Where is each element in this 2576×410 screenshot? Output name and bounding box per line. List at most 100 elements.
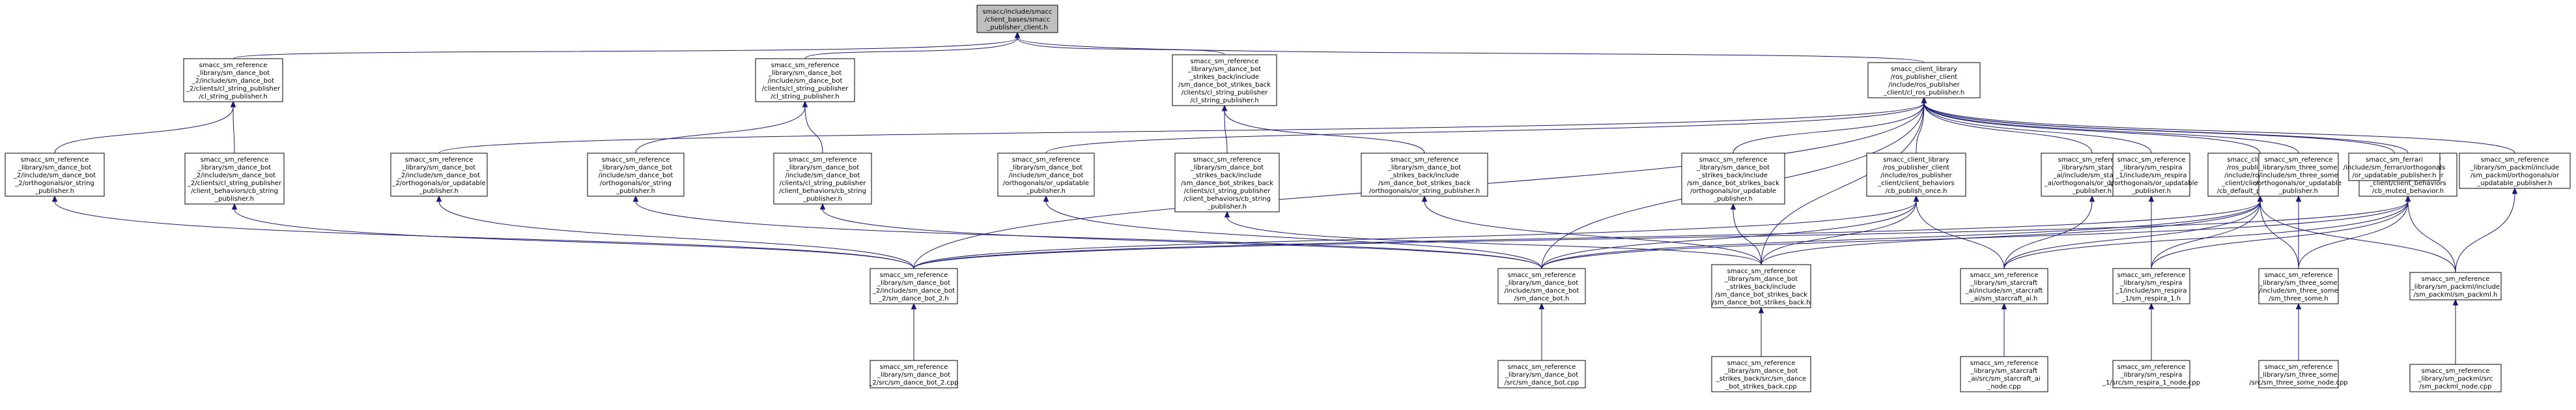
node-label-line: _2/orthogonals/or_string bbox=[14, 180, 94, 187]
node-label-line: smacc_sm_reference bbox=[1727, 268, 1796, 275]
node-or_updatable_rs[interactable]: smacc_sm_reference_library/sm_respira_1/… bbox=[2104, 153, 2198, 197]
node-label-line: smacc_sm_reference bbox=[1191, 58, 1259, 65]
edge-sm_three_some_h-to-cb_muted bbox=[2298, 195, 2411, 269]
node-label-line: _2/include/sm_dance_bot bbox=[872, 287, 955, 295]
node-or_updatable_sb[interactable]: smacc_sm_reference_library/sm_dance_bot_… bbox=[1681, 153, 1785, 205]
node-label-line: _library/sm_packml/include bbox=[2470, 164, 2559, 171]
node-label-line: _strikes_back/src/sm_dance bbox=[1716, 375, 1806, 383]
edge-or_updatable_sb-to-cl_ros_pub bbox=[1733, 96, 1927, 154]
node-root[interactable]: smacc/include/smacc/client_bases/smacc_p… bbox=[976, 5, 1058, 33]
node-label-line: /client_behaviors/cb_string bbox=[1183, 196, 1271, 203]
edge-or_string_pub_sb-to-cl_string_pub_sb bbox=[1221, 104, 1425, 154]
node-label-line: /client_behaviors/cb_string bbox=[779, 188, 866, 195]
node-cb_string_pub_2[interactable]: smacc_sm_reference_library/sm_dance_bot _… bbox=[184, 153, 285, 205]
node-or_updatable_sc[interactable]: smacc_sm_reference_library/sm_starcraft_… bbox=[2041, 153, 2144, 197]
node-label-line: smacc_sm_reference bbox=[1727, 360, 1796, 367]
node-label-line: smacc_sm_reference bbox=[201, 156, 269, 164]
node-label-line: _1/include/sm_respira bbox=[2116, 287, 2187, 295]
node-sm_three_some_h[interactable]: smacc_sm_reference_library/sm_three_some… bbox=[2258, 268, 2339, 304]
node-label-line: _library/sm_dance_bot bbox=[1505, 280, 1578, 287]
node-label-line: smacc_sm_reference bbox=[1970, 272, 2039, 279]
node-sm_dance_bot_2_cpp[interactable]: smacc_sm_reference_library/sm_dance_bot_… bbox=[868, 360, 959, 388]
node-cl_ros_pub[interactable]: smacc_client_library/ros_publisher_clien… bbox=[1867, 62, 1981, 98]
node-label-line: _publisher.h bbox=[35, 188, 74, 195]
edge-sm_dance_bot_sb_h-to-or_updatable_sb bbox=[1730, 203, 1762, 265]
node-label-line: _ai/include/sm_starcraft bbox=[2053, 172, 2131, 179]
edge-sm_three_some_h-to-or_updatable_ts bbox=[2295, 195, 2302, 269]
edge-or_updatable_fr-to-cl_ros_pub bbox=[1921, 96, 2395, 154]
node-label-line: /sm_packml/sm_packml.h bbox=[2414, 291, 2498, 299]
edge-sm_respira_h-to-cb_default_loop bbox=[2151, 195, 2263, 269]
node-cl_string_pub[interactable]: smacc_sm_reference_library/sm_dance_bot/… bbox=[755, 58, 855, 102]
node-label-line: _2/clients/cl_string_publisher bbox=[187, 180, 282, 187]
edge-sm_starcraft_h-to-or_updatable_sc bbox=[2003, 195, 2095, 269]
node-or_updatable_2[interactable]: smacc_sm_reference_library/sm_dance_bot_… bbox=[390, 153, 488, 197]
node-label-line: _library/sm_packml/include bbox=[2411, 284, 2500, 291]
node-sm_starcraft_h[interactable]: smacc_sm_reference_library/sm_starcraft_… bbox=[1960, 268, 2048, 304]
node-label-line: smacc_sm_reference bbox=[2422, 276, 2490, 283]
node-label-line: smacc_sm_reference bbox=[2265, 272, 2333, 279]
node-cb_string_pub[interactable]: smacc_sm_reference_library/sm_dance_bot/… bbox=[773, 153, 872, 205]
node-label-line: smacc_sm_reference bbox=[2058, 156, 2127, 164]
node-label-line: /cl_string_publisher.h bbox=[1190, 97, 1258, 104]
node-label-line: _publisher.h bbox=[214, 196, 254, 203]
node-sm_dance_bot_cpp[interactable]: smacc_sm_reference_library/sm_dance_bot/… bbox=[1497, 360, 1586, 388]
node-or_string_pub[interactable]: smacc_sm_reference_library/sm_dance_bot/… bbox=[587, 153, 685, 197]
node-or_string_pub_sb[interactable]: smacc_sm_reference_library/sm_dance_bot_… bbox=[1361, 153, 1488, 197]
node-sm_respira_cpp[interactable]: smacc_sm_reference_library/sm_respira_1/… bbox=[2102, 360, 2200, 388]
edge-cl_ros_pub-to-root bbox=[1014, 31, 1925, 63]
node-sm_respira_h[interactable]: smacc_sm_reference_library/sm_respira_1/… bbox=[2112, 268, 2190, 304]
node-label-line: smacc_client_library bbox=[1883, 156, 1949, 164]
node-or_updatable_ts[interactable]: smacc_sm_reference_library/sm_three_some… bbox=[2256, 153, 2342, 197]
node-label-line: _library/sm_dance_bot bbox=[1387, 164, 1461, 171]
node-label-line: _library/sm_dance_bot bbox=[197, 164, 271, 171]
node-sm_dance_bot_sb_h[interactable]: smacc_sm_reference_library/sm_dance_bot_… bbox=[1711, 264, 1811, 308]
node-label-line: _library/sm_dance_bot bbox=[1009, 164, 1083, 171]
node-label-line: smacc_sm_reference bbox=[1391, 156, 1459, 164]
node-or_updatable[interactable]: smacc_sm_reference_library/sm_dance_bot/… bbox=[997, 153, 1095, 197]
node-label-line: _library/sm_three_some bbox=[2259, 372, 2337, 379]
node-label-line: smacc_sm_reference bbox=[1508, 364, 1576, 371]
node-label-line: _library/sm_dance_bot bbox=[877, 280, 950, 287]
node-label-line: smacc_sm_reference bbox=[21, 156, 89, 164]
node-label-line: /include/sm_dance_bot bbox=[1505, 287, 1579, 295]
node-cb_publish_once[interactable]: smacc_client_library/ros_publisher_clien… bbox=[1866, 153, 1966, 197]
node-label-line: /include/sm_three_some bbox=[2259, 287, 2338, 295]
node-label-line: _library/sm_three_some bbox=[2259, 164, 2337, 171]
node-label-line: smacc_sm_ferrari bbox=[2366, 156, 2423, 164]
edge-or_updatable_rs-to-cl_ros_pub bbox=[1921, 96, 2152, 154]
node-label-line: _publisher.h bbox=[2131, 188, 2171, 195]
node-cl_string_pub_sb[interactable]: smacc_sm_reference_library/sm_dance_bot_… bbox=[1172, 54, 1277, 106]
node-label-line: /orthogonals/or_string bbox=[600, 180, 672, 187]
node-label-line: /orthogonals/or_updatable bbox=[1690, 188, 1776, 195]
node-or_string_pub_2[interactable]: smacc_sm_reference_library/sm_dance_bot_… bbox=[5, 153, 105, 197]
node-label-line: _2/clients/cl_string_publisher bbox=[186, 85, 281, 93]
edge-sm_three_some_cpp-to-sm_three_some_h bbox=[2295, 302, 2302, 361]
node-label-line: _ai/orthogonals/or_updatable bbox=[2044, 180, 2140, 187]
node-label-line: smacc_sm_reference bbox=[1508, 272, 1576, 279]
node-label-line: smacc_sm_reference bbox=[1012, 156, 1081, 164]
node-label-line: _library/sm_packml/src bbox=[2418, 375, 2493, 383]
node-cb_string_pub_sb[interactable]: smacc_sm_reference_library/sm_dance_bot_… bbox=[1174, 153, 1280, 212]
node-label-line: /sm_dance_bot_strikes_back bbox=[1378, 180, 1471, 187]
edge-sm_packml_h-to-cb_muted bbox=[2405, 195, 2456, 273]
edge-sm_dance_bot_2_h-to-or_string_pub_2 bbox=[51, 195, 914, 269]
node-label-line: smacc_sm_reference bbox=[771, 62, 840, 69]
node-label-line: _2/include/sm_dance_bot bbox=[397, 172, 480, 179]
node-label-line: /include/ros_publisher bbox=[1888, 81, 1960, 89]
node-or_updatable_fr[interactable]: smacc_sm_ferrari/include/sm_ferrari/orth… bbox=[2343, 153, 2446, 181]
node-sm_dance_bot_h[interactable]: smacc_sm_reference_library/sm_dance_bot/… bbox=[1497, 268, 1586, 304]
node-sm_dance_bot_sb_cpp[interactable]: smacc_sm_reference_library/sm_dance_bot_… bbox=[1711, 356, 1811, 392]
node-sm_packml_cpp[interactable]: smacc_sm_reference_library/sm_packml/src… bbox=[2409, 364, 2502, 392]
node-label-line: /sm_dance_bot_strikes_back bbox=[1181, 180, 1273, 187]
node-sm_starcraft_cpp[interactable]: smacc_sm_reference_library/sm_starcraft_… bbox=[1960, 356, 2048, 392]
node-or_updatable_pk[interactable]: smacc_sm_reference_library/sm_packml/inc… bbox=[2459, 153, 2571, 189]
edge-cb_string_pub-to-cl_string_pub bbox=[802, 100, 823, 154]
node-sm_packml_h[interactable]: smacc_sm_reference_library/sm_packml/inc… bbox=[2409, 272, 2502, 300]
node-label-line: _library/sm_dance_bot bbox=[877, 372, 950, 379]
node-label-line: /client_bases/smacc bbox=[985, 16, 1050, 23]
node-sm_three_some_cpp[interactable]: smacc_sm_reference_library/sm_three_some… bbox=[2249, 360, 2348, 388]
node-label-line: _ai/src/sm_starcraft_ai bbox=[1967, 375, 2040, 383]
node-cl_string_pub_2[interactable]: smacc_sm_reference_library/sm_dance_bot_… bbox=[183, 58, 283, 102]
node-sm_dance_bot_2_h[interactable]: smacc_sm_reference_library/sm_dance_bot_… bbox=[870, 268, 958, 304]
